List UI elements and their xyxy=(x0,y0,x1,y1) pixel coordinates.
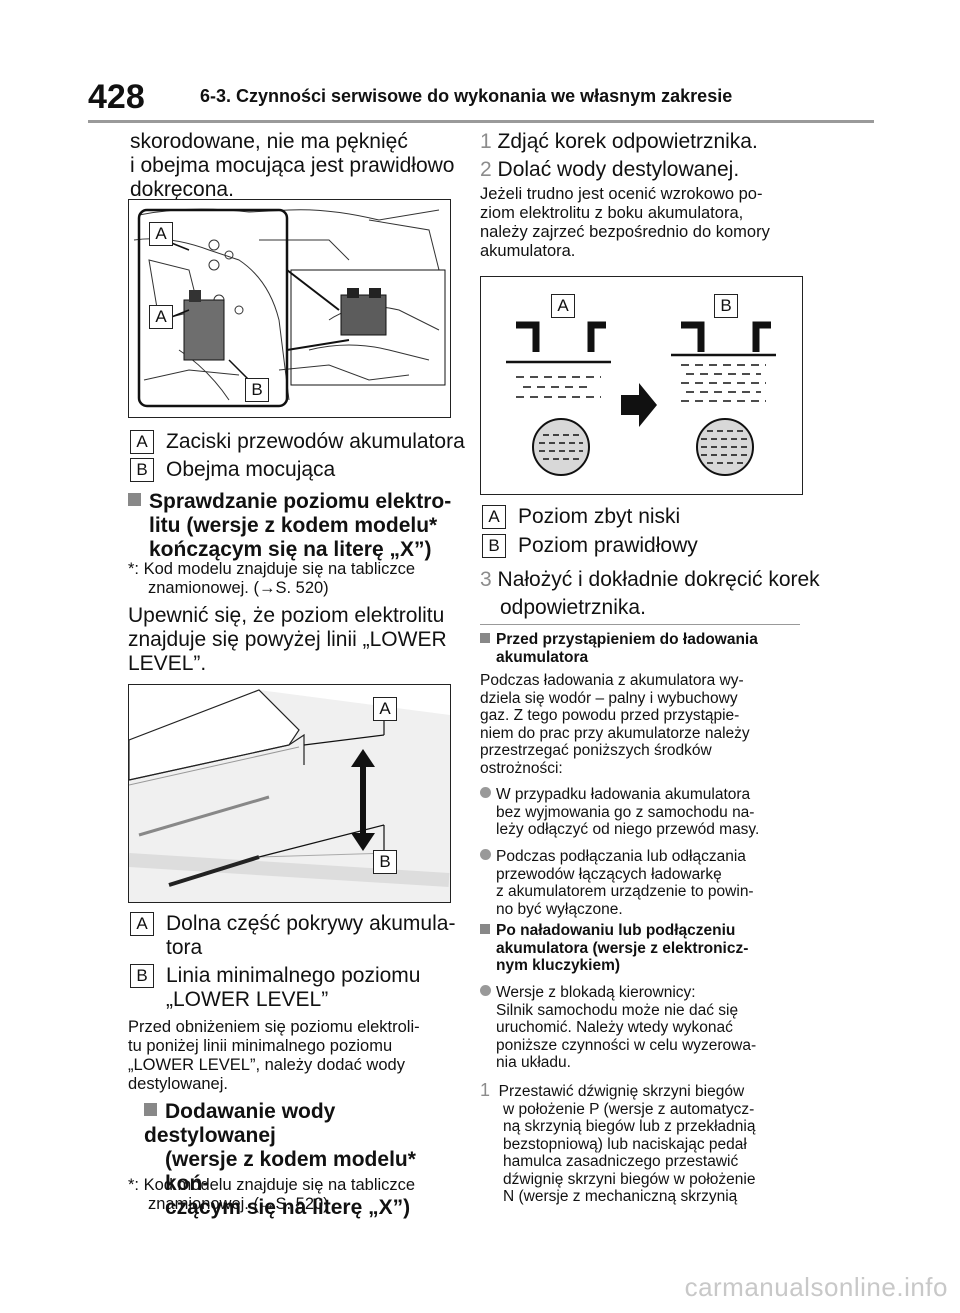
header-divider xyxy=(88,120,874,123)
legend-tag: A xyxy=(130,430,154,454)
figure-label-b: B xyxy=(714,294,738,318)
electrolyte-level-figure: A B xyxy=(128,684,451,903)
section-heading: Przed przystąpieniem do ładowania akumul… xyxy=(480,631,810,666)
engine-bay-figure: A A B xyxy=(128,199,451,418)
legend-tag: B xyxy=(482,534,506,558)
legend-text: Poziom zbyt niski xyxy=(518,505,681,528)
legend-tag: B xyxy=(130,964,154,988)
round-bullet-icon xyxy=(480,787,491,798)
section-heading: Dodawanie wody destylowanej (wersje z ko… xyxy=(144,1100,416,1219)
paragraph: Jeżeli trudno jest ocenić wzrokowo po- z… xyxy=(480,185,770,260)
footnote: *: Kod modelu znajduje się na tabliczce … xyxy=(128,1176,416,1213)
step-item: 3 Nałożyć i dokładnie dokręcić korek odp… xyxy=(480,568,820,619)
section-title: 6-3. Czynności serwisowe do wykonania we… xyxy=(200,86,733,106)
figure-label-a: A xyxy=(551,294,575,318)
bullet-item: Wersje z blokadą kierownicy: Silnik samo… xyxy=(480,984,810,1072)
section-heading: Po naładowaniu lub podłączeniu akumulato… xyxy=(480,922,810,975)
legend-text: Obejma mocująca xyxy=(166,458,336,481)
cell-level-illustration xyxy=(506,321,776,476)
electrolyte-cells-figure: A B xyxy=(480,276,803,495)
figure-label-a: A xyxy=(373,697,397,721)
battery-side-illustration xyxy=(128,689,450,902)
legend-tag: B xyxy=(130,458,154,482)
legend-item: B Poziom prawidłowy xyxy=(482,534,698,558)
section-heading: Sprawdzanie poziomu elektro- litu (wersj… xyxy=(128,490,458,562)
intro-text: skorodowane, nie ma pęknięć i obejma moc… xyxy=(130,130,455,201)
section-divider xyxy=(480,624,800,625)
paragraph: Przed obniżeniem się poziomu elektroli- … xyxy=(128,1018,420,1093)
legend-item: B Linia minimalnego poziomu „LOWER LEVEL… xyxy=(130,964,420,1012)
watermark: carmanualsonline.info xyxy=(684,1272,948,1302)
paragraph: Podczas ładowania z akumulatora wy- dzie… xyxy=(480,672,750,777)
legend-text: Poziom prawidłowy xyxy=(518,534,698,557)
page-number: 428 xyxy=(88,78,145,116)
step-list: 1 Zdjąć korek odpowietrznika. 2 Dolać wo… xyxy=(480,130,758,181)
legend-item: A Dolna część pokrywy akumula- tora xyxy=(130,912,455,960)
footnote: *: Kod modelu znajduje się na tabliczce … xyxy=(128,560,416,597)
figure-label-a: A xyxy=(149,305,173,329)
engine-bay-illustration xyxy=(133,208,446,408)
round-bullet-icon xyxy=(480,985,491,996)
figure-label-b: B xyxy=(245,378,269,402)
figure-label-b: B xyxy=(373,850,397,874)
legend-text: Zaciski przewodów akumulatora xyxy=(166,430,465,453)
figure-label-a: A xyxy=(149,222,173,246)
legend-item: B Obejma mocująca xyxy=(130,458,335,482)
step-item: 1 Przestawić dźwignię skrzyni biegów w p… xyxy=(480,1080,756,1205)
legend-tag: A xyxy=(482,505,506,529)
legend-item: A Poziom zbyt niski xyxy=(482,505,680,529)
legend-item: A Zaciski przewodów akumulatora xyxy=(130,430,465,454)
square-bullet-icon xyxy=(480,633,490,643)
square-bullet-icon xyxy=(480,924,490,934)
bullet-item: W przypadku ładowania akumulatora bez wy… xyxy=(480,786,810,839)
paragraph: Upewnić się, że poziom elektrolitu znajd… xyxy=(128,604,447,675)
legend-tag: A xyxy=(130,912,154,936)
square-bullet-icon xyxy=(144,1103,157,1116)
square-bullet-icon xyxy=(128,493,141,506)
bullet-item: Podczas podłączania lub odłączania przew… xyxy=(480,848,810,918)
round-bullet-icon xyxy=(480,849,491,860)
